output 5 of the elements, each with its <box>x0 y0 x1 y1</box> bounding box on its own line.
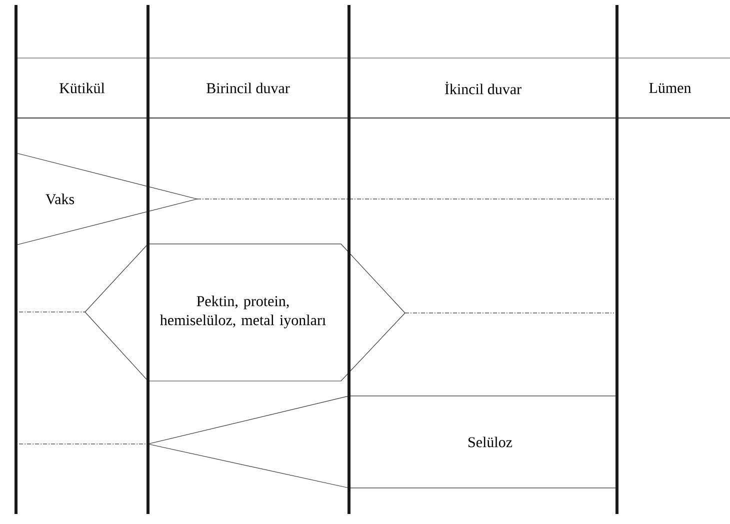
column-header: Lümen <box>649 83 692 93</box>
column-header: İkincil duvar <box>445 82 522 94</box>
wax-triangle: Vaks <box>16 152 198 246</box>
column-header: Birincil duvar <box>206 82 290 94</box>
column-header: Kütikül <box>60 82 105 94</box>
